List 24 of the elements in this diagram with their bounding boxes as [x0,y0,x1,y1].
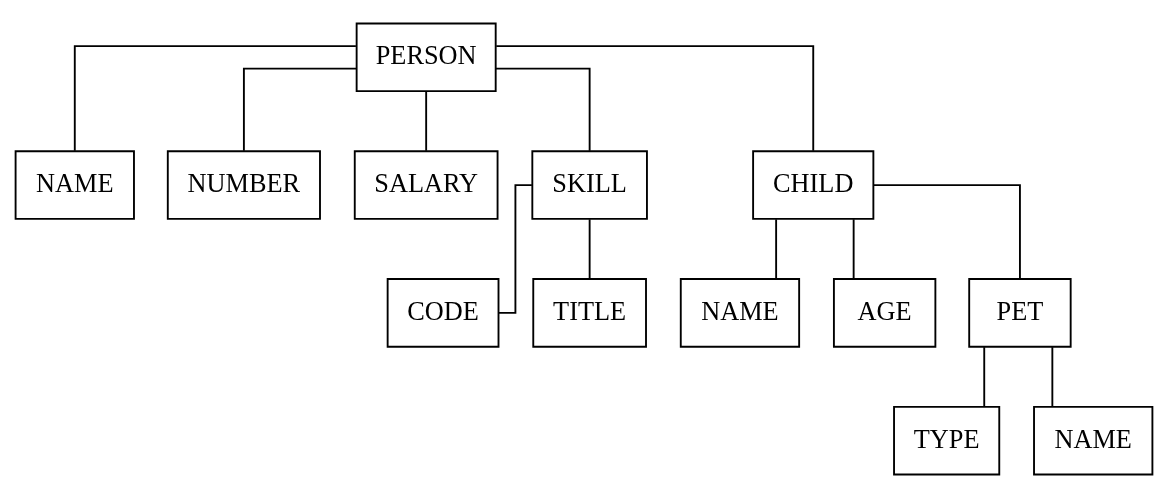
node-box: AGE [832,278,937,348]
connector [495,45,815,152]
node-box: CODE [386,278,500,348]
node-box: SKILL [531,150,648,220]
node-box: NUMBER [166,150,321,220]
connector [588,218,591,280]
node-box: NAME [679,278,801,348]
connector [495,67,591,152]
connector [73,45,357,152]
connector [1051,346,1054,408]
node-box: NAME [14,150,135,220]
connector [852,218,855,280]
connector [425,90,428,152]
connector [983,346,986,408]
node-box: TITLE [532,278,647,348]
node-box: PERSON [355,22,497,93]
node-box: CHILD [752,150,875,220]
connector [775,218,778,280]
connector [872,184,1021,280]
node-box: SALARY [353,150,499,220]
connector [242,67,358,152]
node-box: PET [968,278,1072,348]
node-box: TYPE [893,405,1001,476]
node-box: NAME [1033,405,1154,476]
